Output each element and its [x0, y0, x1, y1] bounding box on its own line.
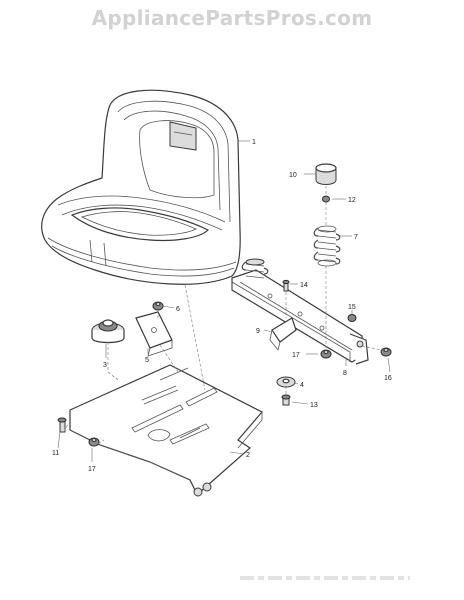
- nut-6: [152, 301, 164, 311]
- callout-17-right: 17: [292, 352, 300, 359]
- bolt-11: [57, 417, 67, 433]
- rubber-bumper-10: [315, 163, 337, 185]
- nut-12: [322, 195, 330, 203]
- leader-lines: [57, 140, 391, 462]
- washer-4: [276, 376, 296, 388]
- seat-pan-plate: [69, 364, 263, 497]
- callout-15: 15: [348, 304, 356, 311]
- callout-2: 2: [246, 452, 250, 459]
- lever-bracket-9: [269, 317, 297, 351]
- callout-9: 9: [256, 328, 260, 335]
- bolt-14: [282, 279, 290, 292]
- watermark-text: AppliancePartsPros.com: [91, 6, 373, 30]
- callout-4: 4: [300, 382, 304, 389]
- seat: [41, 89, 241, 285]
- nut-17b: [320, 349, 332, 359]
- callout-11: 11: [52, 450, 59, 457]
- suspension-rail-8: [231, 258, 369, 365]
- callout-16: 16: [384, 375, 392, 382]
- callout-labels: 1 2 3 4 5 6 7 8 9 10 11 12 13 14 15 16 1…: [52, 139, 392, 473]
- callout-1: 1: [252, 139, 256, 146]
- callout-5: 5: [145, 357, 149, 364]
- nut-16: [380, 347, 392, 357]
- callout-3: 3: [103, 362, 107, 369]
- callout-13: 13: [310, 402, 318, 409]
- callout-12: 12: [348, 197, 356, 204]
- callout-17-left: 17: [88, 466, 96, 473]
- callout-6: 6: [176, 306, 180, 313]
- callout-7: 7: [354, 234, 358, 241]
- nut-17a: [88, 437, 100, 447]
- rubber-mount: [91, 319, 125, 344]
- spring-7: [313, 225, 341, 267]
- seat-bracket: [135, 311, 173, 357]
- bolt-13: [281, 394, 291, 406]
- callout-10: 10: [289, 172, 297, 179]
- callout-14: 14: [300, 282, 308, 289]
- assembly-lines: [63, 186, 383, 447]
- callout-8: 8: [343, 370, 347, 377]
- nut-15: [347, 314, 357, 322]
